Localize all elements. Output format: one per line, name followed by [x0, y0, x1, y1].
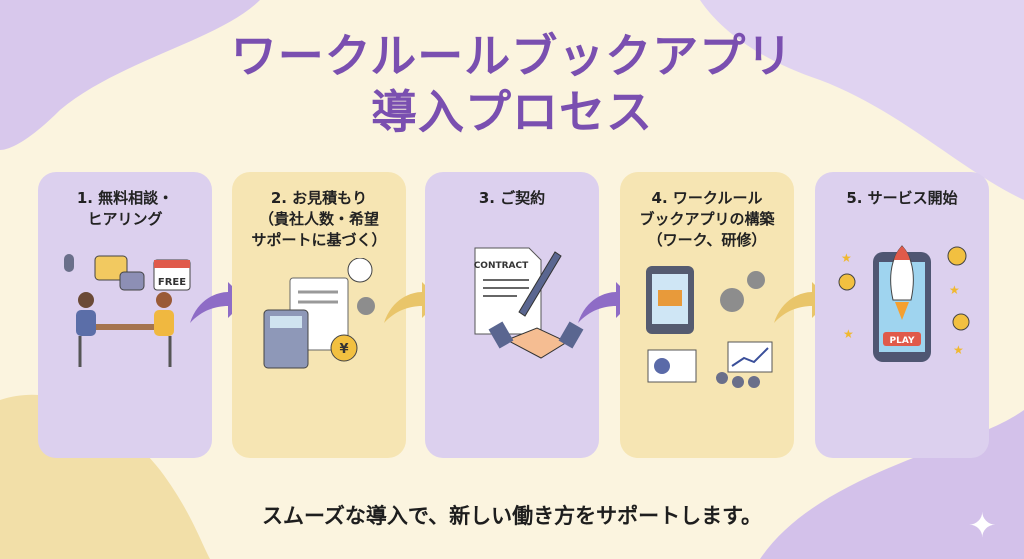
calendar-free-icon: FREE: [153, 259, 191, 291]
gear-icon: [747, 271, 765, 289]
user-icon: [947, 246, 967, 266]
step-label: 3. ご契約: [478, 189, 546, 207]
person-icon: [76, 310, 96, 336]
pen-icon: [518, 251, 562, 317]
play-button-icon: PLAY: [883, 332, 921, 346]
step-label: 2. お見積もり（貴社人数・希望サポートに基づく）: [251, 189, 387, 249]
step-label: 1. 無料相談・ヒアリング: [76, 189, 174, 228]
svg-text:PLAY: PLAY: [890, 336, 915, 346]
star-icon: ★: [949, 283, 960, 297]
step-card-launch: 5. サービス開始 PLAY ★ ★ ★ ★: [815, 172, 989, 458]
user-icon: [347, 258, 373, 283]
step-card-estimate: 2. お見積もり（貴社人数・希望サポートに基づく） ¥: [232, 172, 406, 458]
page-title-line1: ワークルールブックアプリ: [230, 29, 794, 83]
training-chart-icon: [727, 341, 773, 373]
step-card-contract: 3. ご契約 CONTRACT: [425, 172, 599, 458]
build-illustration: [646, 266, 773, 388]
gear-icon: [357, 297, 375, 315]
step-label: 5. サービス開始: [846, 189, 958, 207]
star-icon: ★: [843, 327, 854, 341]
chat-bubble-icon: [94, 255, 128, 281]
launch-illustration: PLAY ★ ★ ★ ★: [838, 245, 970, 362]
table-icon: [90, 324, 170, 330]
microphone-icon: [64, 254, 74, 272]
step-card-build: 4. ワークルールブックアプリの構築（ワーク、研修）: [620, 172, 794, 458]
estimate-illustration: ¥: [263, 258, 375, 369]
star-icon: ★: [953, 343, 964, 357]
user-icon: [952, 313, 970, 331]
user-icon: [838, 273, 856, 291]
svg-text:FREE: FREE: [158, 277, 186, 288]
sparkle-icon: ✦: [968, 506, 997, 546]
star-icon: ★: [841, 251, 852, 265]
footer-tagline: スムーズな導入で、新しい働き方をサポートします。: [261, 504, 762, 528]
consultation-illustration: FREE: [64, 254, 191, 367]
page-title-line2: 導入プロセス: [371, 85, 653, 139]
person-icon: [154, 310, 174, 336]
gear-icon: [720, 288, 744, 312]
yen-coin-icon: [330, 334, 358, 362]
svg-text:¥: ¥: [339, 342, 348, 357]
step-label: 4. ワークルールブックアプリの構築（ワーク、研修）: [639, 189, 775, 249]
book-icon: [658, 290, 682, 306]
contract-illustration: CONTRACT: [474, 247, 584, 359]
step-card-consultation: 1. 無料相談・ヒアリング FREE: [38, 172, 212, 458]
svg-text:CONTRACT: CONTRACT: [474, 261, 529, 271]
